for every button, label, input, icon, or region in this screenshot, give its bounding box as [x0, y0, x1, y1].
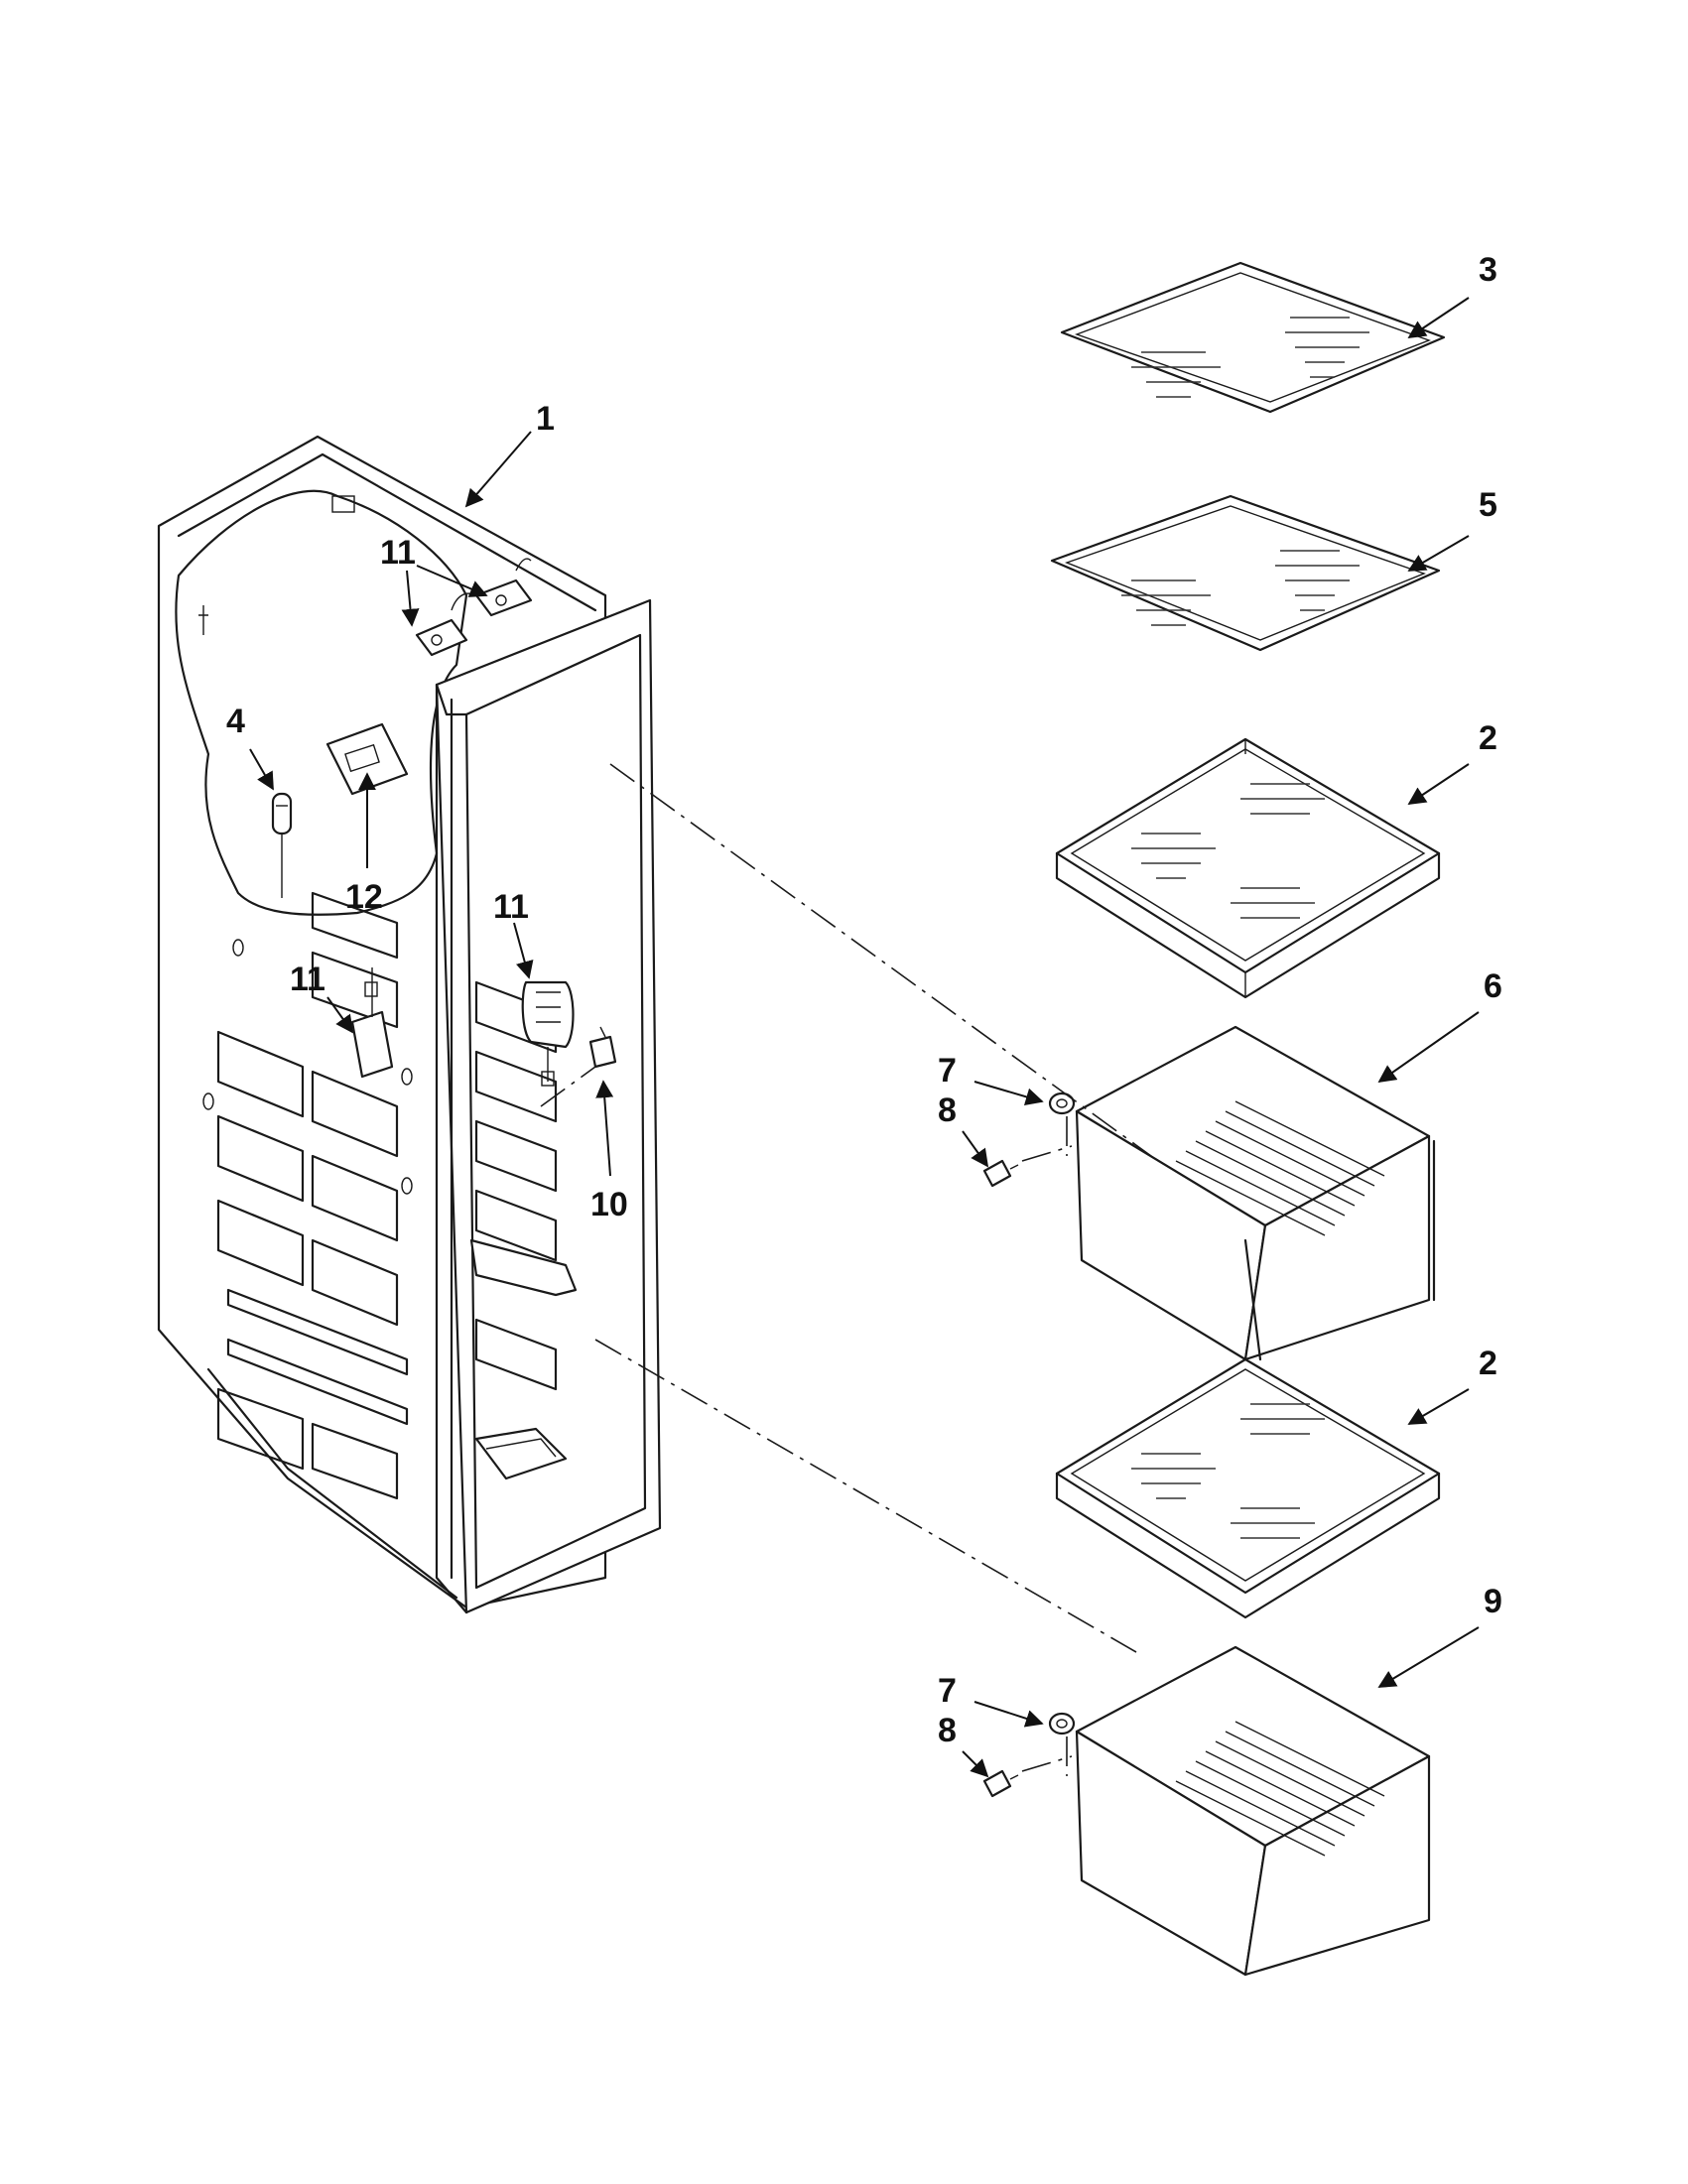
- callout-8-lower: 8: [938, 1712, 957, 1749]
- callout-9: 9: [1484, 1583, 1502, 1620]
- thermostat-knob: [271, 792, 293, 898]
- connector: [588, 1026, 617, 1069]
- callout-7-lower: 7: [938, 1672, 957, 1710]
- cabinet-liner: [157, 435, 662, 1614]
- crisper-drawer-upper: [1075, 1025, 1436, 1361]
- callout-6: 6: [1484, 967, 1502, 1005]
- crisper-cover-shelf-upper: [1055, 737, 1441, 999]
- crisper-drawer-lower: [1075, 1645, 1431, 1977]
- assembly-line-lower: [594, 1339, 1137, 1653]
- side-recess-panels: [202, 891, 413, 1500]
- callout-12: 12: [345, 878, 383, 916]
- callout-3: 3: [1479, 251, 1497, 289]
- glass-shelf-5: [1050, 494, 1441, 652]
- callout-labels: 1 3 5 2 6 2 9 7 8 7 8 4 12 11 11 11 10: [226, 251, 1502, 1749]
- callout-4: 4: [226, 703, 245, 740]
- callout-5: 5: [1479, 486, 1497, 524]
- light-housing: [325, 722, 409, 796]
- wiring-harness-right: [521, 980, 575, 1087]
- callout-2-upper: 2: [1479, 719, 1497, 757]
- callout-arrows: [249, 297, 1480, 1778]
- wiring-harness-left: [350, 967, 394, 1079]
- callout-10: 10: [590, 1186, 628, 1223]
- callout-7-upper: 7: [938, 1052, 957, 1090]
- callout-1: 1: [536, 400, 555, 438]
- callout-8-upper: 8: [938, 1092, 957, 1129]
- drawer-pin-upper: [982, 1159, 1019, 1188]
- callout-11-right: 11: [493, 888, 529, 926]
- crisper-cover-shelf-lower: [1055, 1357, 1441, 1619]
- assembly-line-upper: [609, 763, 1152, 1157]
- lamp-socket-top: [415, 558, 533, 657]
- callout-2-lower: 2: [1479, 1345, 1497, 1382]
- inner-wall-recesses: [469, 980, 578, 1391]
- drawer-roller-lower: [1048, 1712, 1076, 1735]
- callout-11-left: 11: [290, 961, 325, 998]
- callout-11-top: 11: [380, 534, 416, 572]
- glass-shelf-3: [1060, 261, 1446, 414]
- drawer-roller-upper: [1048, 1092, 1076, 1115]
- drawer-pin-lower: [982, 1769, 1019, 1798]
